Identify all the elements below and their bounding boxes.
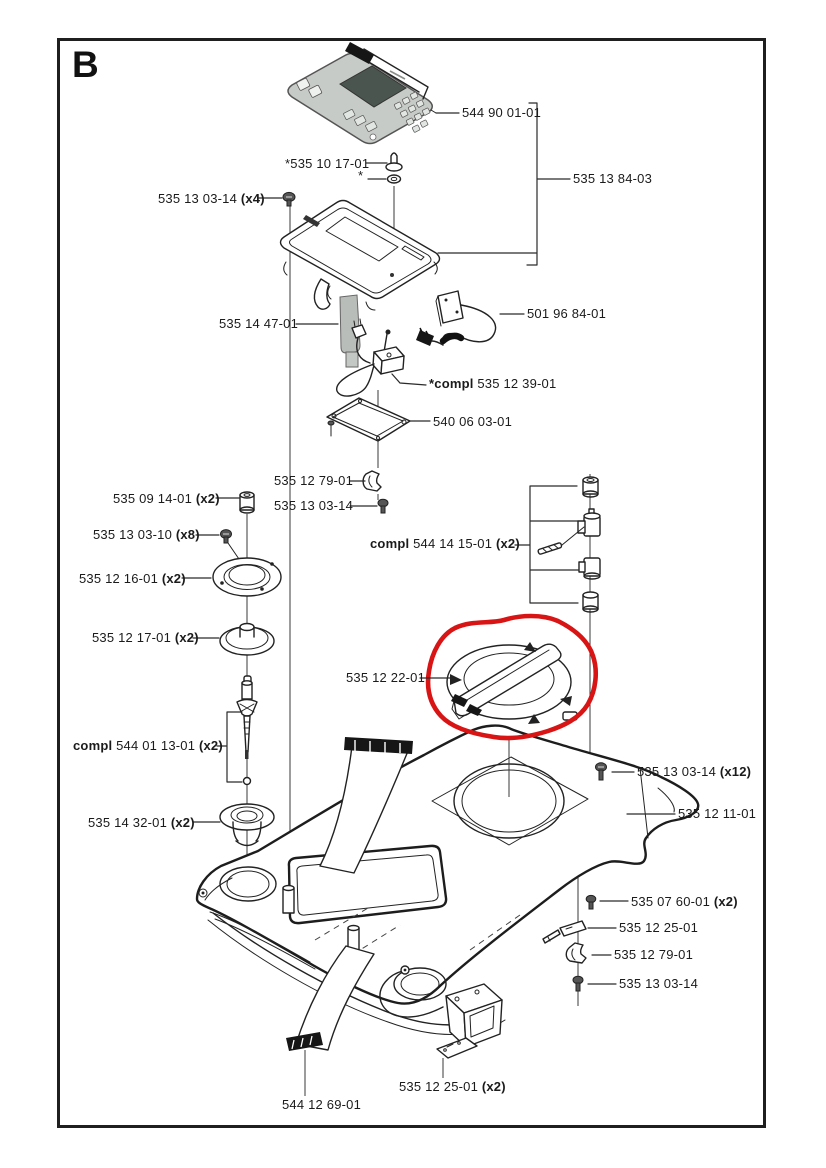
rubber-strip — [339, 294, 361, 368]
part-label: 544 90 01-01 — [462, 105, 542, 120]
part-label: 535 13 03-14 (x12) — [637, 764, 752, 779]
screw-x4 — [282, 191, 296, 207]
sticker-plate — [436, 1037, 478, 1059]
switch-assembly — [336, 318, 405, 397]
highlight-circle — [425, 613, 599, 741]
part-label: 501 96 84-01 — [527, 306, 607, 321]
cable-clip-mid — [362, 470, 382, 492]
part-label: compl 544 01 13-01 (x2) — [73, 738, 223, 753]
screw-lower — [572, 975, 584, 992]
sheet-letter: B — [72, 44, 99, 85]
part-label: 535 12 25-01 — [619, 920, 699, 935]
screw-x8 — [220, 529, 242, 563]
part-label: * — [358, 168, 364, 183]
part-label: compl 544 14 15-01 (x2) — [370, 536, 520, 551]
part-label: 535 13 03-10 (x8) — [93, 527, 200, 542]
part-label: 535 13 84-03 — [573, 171, 653, 186]
ribbon-cable-lower — [286, 945, 375, 1051]
screw-x12 — [595, 762, 607, 781]
bottom-hole — [393, 967, 447, 1001]
part-label: 535 07 60-01 (x2) — [631, 894, 738, 909]
top-cover — [279, 199, 441, 311]
display-opening — [287, 844, 448, 925]
part-label: 535 13 03-14 — [274, 498, 354, 513]
knob-and-washer — [385, 152, 403, 184]
chassis-body — [195, 724, 700, 1059]
part-label: 535 12 25-01 (x2) — [399, 1079, 506, 1094]
cover-strap — [313, 278, 331, 310]
left-hole — [219, 866, 277, 902]
part-label: 535 13 03-14 (x4) — [158, 191, 265, 206]
connector-box — [379, 965, 503, 1048]
hinge-parts — [537, 476, 601, 613]
part-label: 535 14 47-01 — [219, 316, 299, 331]
part-label: 535 12 11-01 — [678, 806, 757, 821]
part-label: 535 12 79-01 — [274, 473, 354, 488]
panel-screen — [339, 65, 407, 108]
grommet — [219, 803, 275, 847]
part-label: 535 12 17-01 (x2) — [92, 630, 199, 645]
part-label: 535 12 22-01 — [346, 670, 426, 685]
part-label: *535 10 17-01 — [285, 156, 370, 171]
sensor-cable — [416, 290, 497, 346]
pcb-plate — [326, 397, 411, 442]
spacer-cylinder — [239, 491, 255, 514]
part-label: *compl 535 12 39-01 — [429, 376, 557, 391]
part-label: 540 06 03-01 — [433, 414, 513, 429]
part-label: 535 14 32-01 (x2) — [88, 815, 195, 830]
ribbon-cable-upper — [319, 737, 413, 874]
diagram-frame — [57, 38, 766, 1128]
part-label: 535 12 16-01 (x2) — [79, 571, 186, 586]
control-panel — [287, 42, 437, 145]
part-label: 535 09 14-01 (x2) — [113, 491, 220, 506]
leader-lines — [181, 102, 676, 985]
part-label: 535 12 79-01 — [614, 947, 694, 962]
clip-lower — [565, 942, 587, 964]
dome-seal — [219, 622, 275, 656]
cap-part — [425, 613, 599, 741]
plate-1225 — [542, 920, 587, 944]
part-label: 544 12 69-01 — [282, 1097, 362, 1112]
cap-plate-outline — [431, 756, 589, 846]
screw-mid — [377, 498, 389, 514]
part-label: 535 13 03-14 — [619, 976, 699, 991]
flange-ring — [212, 557, 282, 597]
hinge-pin — [537, 542, 563, 555]
screw-0760 — [585, 894, 597, 910]
